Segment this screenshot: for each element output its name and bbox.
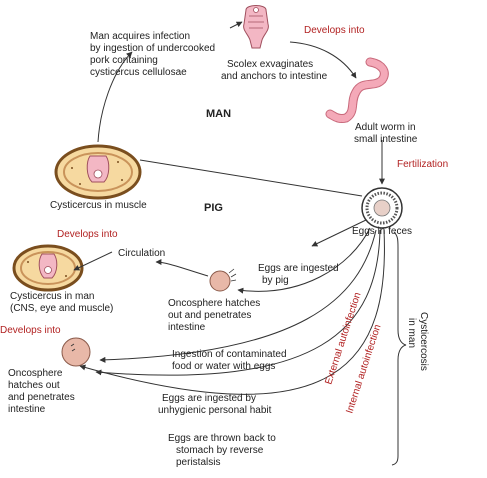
cycle-arrows: [73, 21, 407, 466]
label-develops-into-bottom: Develops into: [0, 325, 61, 336]
oncosphere-pig-illustration: [209, 268, 237, 292]
label-eggs-thrown-back: Eggs are thrown back to stomach by rever…: [168, 433, 279, 468]
label-scolex: Scolex exvaginates and anchors to intest…: [221, 59, 328, 82]
label-pig: PIG: [204, 202, 223, 214]
label-develops-into-top: Develops into: [304, 25, 365, 36]
cysticercus-muscle-illustration: [54, 144, 142, 200]
scolex-illustration: [243, 5, 269, 49]
label-internal-autoinfection: Internal autoinfection: [344, 323, 383, 415]
egg-illustration: [361, 187, 403, 229]
label-ingestion-contaminated: Ingestion of contaminated food or water …: [172, 349, 289, 372]
oncosphere-man-illustration: [61, 337, 91, 367]
label-oncosphere-pig: Oncosphere hatches out and penetrates in…: [168, 298, 263, 333]
label-fertilization: Fertilization: [397, 159, 448, 170]
label-cysticercosis: Cysticercosis in man: [406, 312, 429, 374]
adult-worm-illustration: [325, 57, 389, 123]
label-cysticercus-muscle: Cysticercus in muscle: [50, 200, 147, 211]
label-eggs-ingested-pig: Eggs are ingested by pig: [258, 263, 341, 286]
label-circulation: Circulation: [118, 248, 165, 259]
label-oncosphere-man: Oncosphere hatches out and penetrates in…: [8, 368, 78, 415]
label-man-acquires: Man acquires infection by ingestion of u…: [90, 31, 218, 78]
label-man: MAN: [206, 108, 231, 120]
label-adult-worm: Adult worm in small intestine: [354, 122, 418, 145]
label-eggs-unhygienic: Eggs are ingested by unhygienic personal…: [158, 393, 272, 416]
label-eggs-in-feces: Eggs in feces: [352, 226, 412, 237]
label-cysticercus-man: Cysticercus in man (CNS, eye and muscle): [10, 291, 113, 314]
label-develops-into-left: Develops into: [57, 229, 118, 240]
cysticercus-man-illustration: [12, 244, 84, 292]
